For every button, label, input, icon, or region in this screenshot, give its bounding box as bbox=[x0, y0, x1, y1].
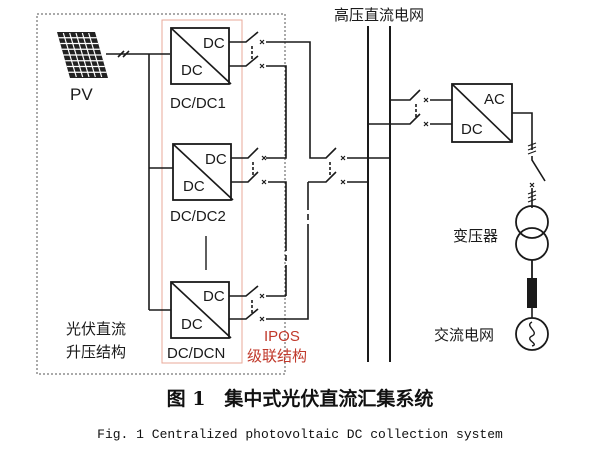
inverter-wiring bbox=[368, 89, 546, 208]
caption-english: Fig. 1 Centralized photovoltaic DC colle… bbox=[97, 427, 503, 442]
reactor-icon bbox=[527, 278, 537, 308]
converter-top-label: DC bbox=[205, 151, 227, 168]
converter-bottom-label: DC bbox=[183, 178, 205, 195]
ipos-box bbox=[161, 19, 243, 364]
inverter-acdc: AC DC bbox=[451, 83, 513, 143]
transformer-icon bbox=[515, 205, 549, 278]
inverter-bottom-label: DC bbox=[461, 121, 483, 138]
converter-top-label: DC bbox=[203, 35, 225, 52]
pv-boost-label-line1: 光伏直流 bbox=[66, 320, 126, 338]
ipos-series-wiring bbox=[229, 31, 390, 322]
converter-bottom-label: DC bbox=[181, 62, 203, 79]
ac-grid-label: 交流电网 bbox=[434, 326, 494, 344]
pv-boost-dashed-box bbox=[36, 13, 286, 375]
pv-label: PV bbox=[70, 85, 93, 104]
ipos-label-line1: IPOS bbox=[264, 328, 300, 345]
inverter-top-label: AC bbox=[484, 91, 505, 108]
converter-dcdc2: DC DC DC/DC2 bbox=[170, 143, 234, 225]
converter-dcdc1: DC DC DC/DC1 bbox=[170, 27, 232, 112]
pv-panel-icon bbox=[57, 32, 108, 78]
caption-chinese: 图 1 集中式光伏直流汇集系统 bbox=[167, 387, 434, 410]
converter-name: DC/DC1 bbox=[170, 95, 226, 112]
ac-source-icon bbox=[515, 317, 549, 351]
hvdc-bus bbox=[367, 26, 391, 362]
ipos-label-line2: 级联结构 bbox=[247, 347, 307, 365]
hvdc-grid-label: 高压直流电网 bbox=[334, 6, 424, 24]
converter-dcdcn: DC DC DC/DCN bbox=[167, 281, 232, 362]
converter-name: DC/DCN bbox=[167, 345, 225, 362]
transformer-label: 变压器 bbox=[453, 227, 498, 245]
converter-name: DC/DC2 bbox=[170, 208, 226, 225]
converter-bottom-label: DC bbox=[181, 316, 203, 333]
pv-boost-label-line2: 升压结构 bbox=[66, 343, 126, 361]
converter-top-label: DC bbox=[203, 288, 225, 305]
pv-feed-line bbox=[106, 50, 173, 311]
